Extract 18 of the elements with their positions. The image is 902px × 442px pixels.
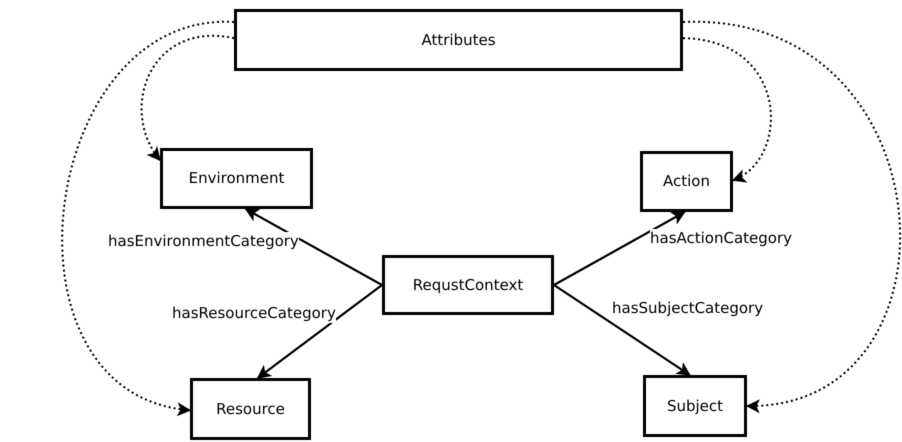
entity-box: Environment	[160, 148, 313, 209]
entity-box: RequstContext	[382, 255, 554, 315]
dotted-arrow	[682, 37, 772, 182]
edge-label: hasEnvironmentCategory	[108, 232, 299, 251]
entity-box: Action	[640, 151, 733, 212]
edge-label: hasSubjectCategory	[612, 299, 764, 318]
edge-label: hasResourceCategory	[172, 304, 336, 323]
arrow	[553, 211, 686, 286]
arrow	[244, 208, 383, 286]
arrow	[256, 284, 383, 379]
dotted-arrow	[682, 21, 900, 412]
dotted-arrow	[62, 21, 234, 414]
arrow	[553, 284, 691, 376]
dotted-arrow	[140, 34, 234, 162]
entity-box: Resource	[190, 378, 311, 440]
edge-label: hasActionCategory	[650, 229, 792, 248]
entity-box: Subject	[643, 375, 747, 437]
entity-box: Attributes	[234, 9, 683, 71]
